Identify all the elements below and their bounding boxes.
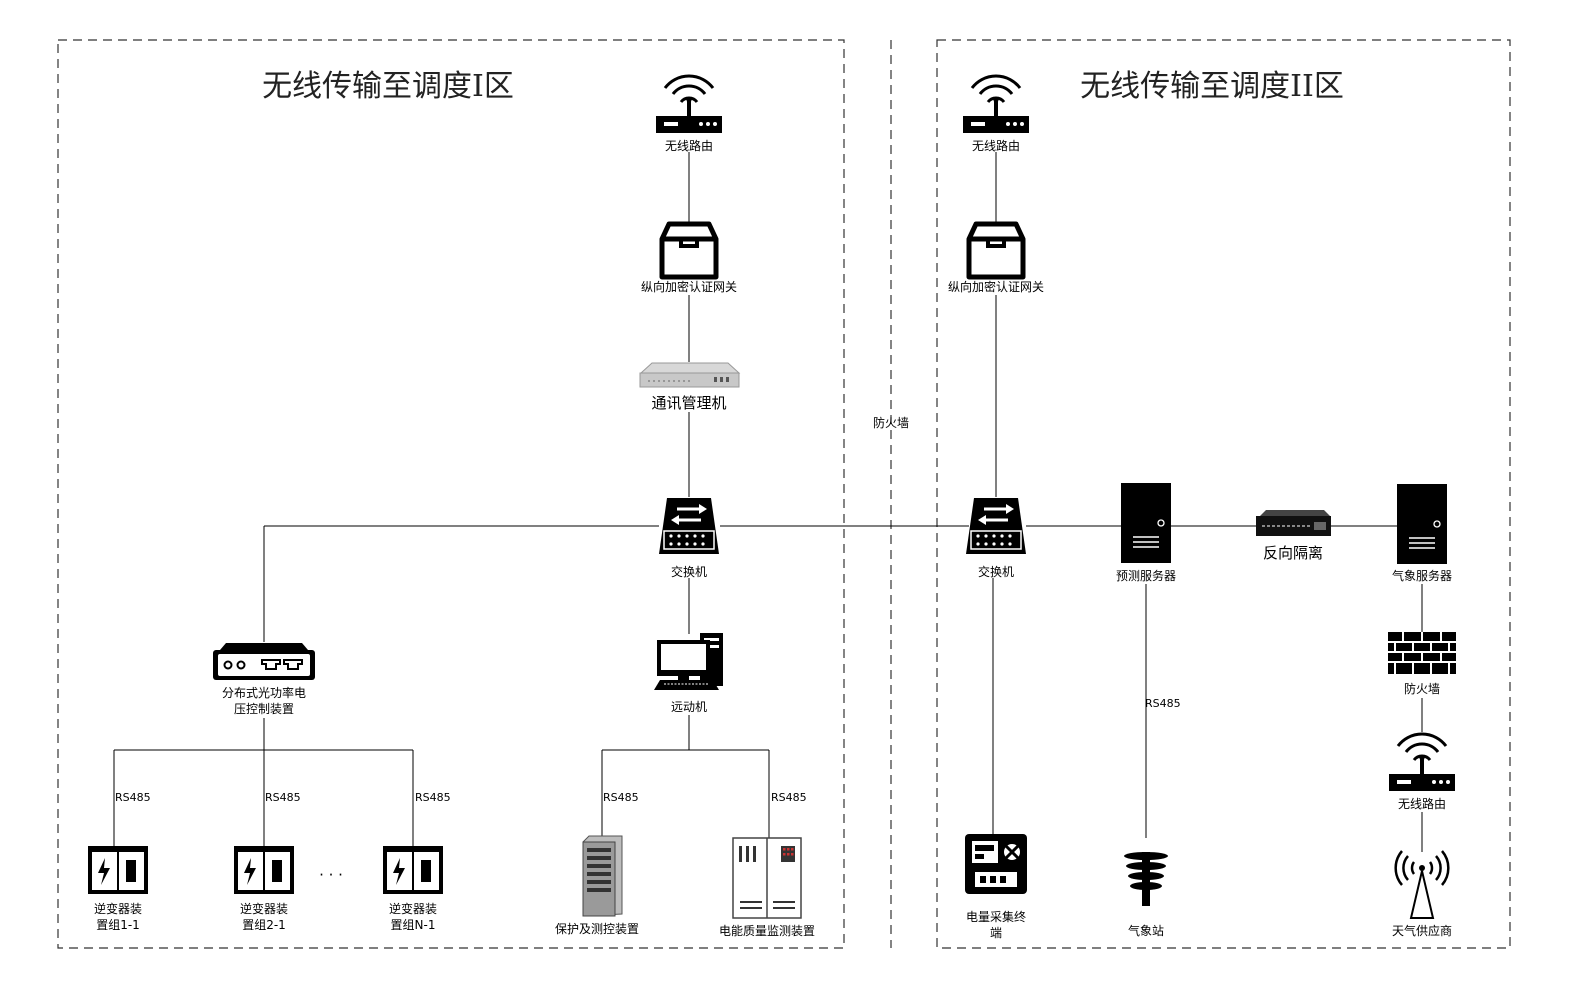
radio-tower-icon	[1394, 850, 1450, 919]
cabinet-icon	[732, 837, 802, 919]
rs485-label: RS485	[603, 791, 639, 804]
weather-station: 气象站	[1124, 852, 1168, 938]
zone2-firewall-label: 防火墙	[1404, 681, 1440, 696]
zone1-comm-manager: 通讯管理机	[639, 362, 741, 412]
comm-manager-icon	[639, 362, 741, 388]
zone2-router2-label: 无线路由	[1398, 796, 1446, 811]
protection-device-label: 保护及测控装置	[555, 922, 639, 936]
gateway-icon	[662, 224, 716, 277]
inverter-label-line2: 置组N-1	[391, 918, 436, 932]
switch-icon	[964, 496, 1028, 556]
gateway-icon	[969, 224, 1023, 277]
meter-terminal-icon	[965, 834, 1027, 894]
zone1-switch-label: 交换机	[671, 564, 707, 579]
inverter-group-n: 逆变器装 置组N-1	[383, 846, 443, 932]
pv-controller-label-line1: 分布式光功率电	[222, 685, 306, 700]
zone2-switch-label: 交换机	[978, 564, 1014, 579]
zone1-router-label: 无线路由	[665, 138, 713, 153]
inverter-group-2: 逆变器装 置组2-1	[234, 846, 294, 932]
zone1-switch: 交换机	[657, 496, 721, 579]
inverter-icon	[234, 846, 294, 894]
rs485-label: RS485	[115, 791, 151, 804]
controller-device-icon	[213, 643, 315, 680]
firewall-brick-icon	[1388, 632, 1456, 674]
zone2-switch: 交换机	[964, 496, 1028, 579]
power-quality-label: 电能质量监测装置	[719, 924, 815, 938]
inverter-label-line1: 逆变器装	[94, 901, 142, 916]
inverter-icon	[383, 846, 443, 894]
inverter-ellipsis: · · ·	[319, 866, 343, 884]
zone2-title: 无线传输至调度II区	[1080, 69, 1344, 104]
pv-controller-label-line2: 压控制装置	[234, 702, 294, 716]
zone2-firewall: 防火墙	[1388, 632, 1456, 696]
inverter-group-1: 逆变器装 置组1-1	[88, 846, 148, 932]
wireless-router-icon	[1387, 732, 1457, 793]
remote-unit: 远动机	[654, 633, 723, 714]
inverter-label-line1: 逆变器装	[389, 901, 437, 916]
connections	[113, 152, 1423, 852]
comm-manager-label: 通讯管理机	[651, 394, 726, 412]
weather-station-label: 气象站	[1128, 923, 1164, 938]
zone1-router: 无线路由	[654, 74, 724, 153]
server-icon	[1120, 482, 1172, 564]
zone2-router-label: 无线路由	[972, 138, 1020, 153]
forecast-server-label: 预测服务器	[1116, 568, 1176, 583]
server-icon	[1396, 483, 1448, 565]
reverse-isolation: 反向隔离	[1256, 510, 1331, 562]
zone2-router-2: 无线路由	[1387, 732, 1457, 811]
rs485-label: RS485	[1145, 697, 1181, 710]
weather-server: 气象服务器	[1392, 483, 1452, 583]
inverter-label-line1: 逆变器装	[240, 901, 288, 916]
rs485-label: RS485	[415, 791, 451, 804]
zone2-router: 无线路由	[961, 74, 1031, 153]
zone2-gateway-label: 纵向加密认证网关	[948, 279, 1044, 294]
zone2-boundary	[936, 39, 1511, 949]
zone1-boundary	[57, 39, 845, 949]
pv-controller: 分布式光功率电 压控制装置	[213, 643, 315, 716]
rs485-label: RS485	[771, 791, 807, 804]
zone1-gateway: 纵向加密认证网关	[641, 224, 737, 294]
protection-device: 保护及测控装置	[555, 835, 639, 936]
forecast-server: 预测服务器	[1116, 482, 1176, 583]
weather-station-icon	[1124, 852, 1168, 906]
wireless-router-icon	[654, 74, 724, 135]
separator-label: 防火墙	[873, 415, 909, 430]
weather-provider: 天气供应商	[1392, 850, 1452, 938]
meter-label-line1: 电量采集终	[966, 909, 1026, 924]
reverse-isolation-label: 反向隔离	[1263, 544, 1323, 562]
zone2-gateway: 纵向加密认证网关	[948, 224, 1044, 294]
energy-meter-terminal: 电量采集终 端	[965, 834, 1027, 940]
inverter-label-line2: 置组1-1	[96, 918, 140, 932]
remote-unit-label: 远动机	[671, 700, 707, 714]
zone1-title: 无线传输至调度I区	[262, 69, 514, 104]
inverter-icon	[88, 846, 148, 894]
meter-label-line2: 端	[990, 926, 1002, 940]
computer-icon	[654, 633, 723, 690]
rack-server-icon	[582, 835, 623, 917]
rs485-label: RS485	[265, 791, 301, 804]
wireless-router-icon	[961, 74, 1031, 135]
power-quality-monitor: 电能质量监测装置	[719, 837, 815, 938]
zone1-gateway-label: 纵向加密认证网关	[641, 279, 737, 294]
weather-server-label: 气象服务器	[1392, 568, 1452, 583]
isolation-device-icon	[1256, 510, 1331, 536]
switch-icon	[657, 496, 721, 556]
weather-provider-label: 天气供应商	[1392, 923, 1452, 938]
inverter-label-line2: 置组2-1	[242, 918, 286, 932]
